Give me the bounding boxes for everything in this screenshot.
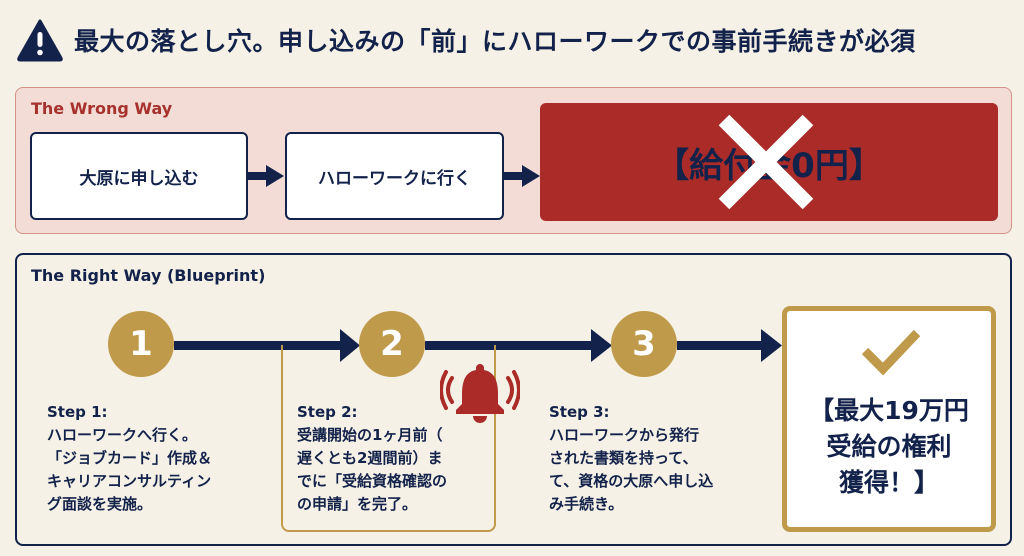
step-line: ハローワークから発行	[549, 426, 700, 444]
result-line: 受給の権利	[826, 432, 952, 461]
wrong-way-panel: The Wrong Way 大原に申し込む ハローワークに行く 【給付金0円】	[15, 87, 1012, 234]
step-number: 2	[380, 324, 404, 364]
step-title: Step 3:	[549, 403, 610, 421]
step-line: て、資格の大原へ申し込	[549, 472, 714, 490]
step-description: Step 2: 受講開始の1ヶ月前（ 遅くとも2週間前）ま でに「受給資格確認の…	[297, 401, 447, 516]
step-line: 「ジョブカード」作成＆	[47, 449, 213, 467]
success-result-text: 【最大19万円 受給の権利 獲得！】	[787, 393, 991, 501]
success-result-box: 【最大19万円 受給の権利 獲得！】	[782, 306, 996, 532]
step-line: された書類を持って、	[549, 449, 698, 467]
arrow-right-icon	[248, 165, 284, 187]
right-way-panel: The Right Way (Blueprint)	[15, 253, 1012, 546]
step-title: Step 2:	[297, 403, 358, 421]
step-line: ハローワークへ行く。	[47, 426, 198, 444]
arrow-right-icon	[504, 165, 540, 187]
page-title: 最大の落とし穴。申し込みの「前」にハローワークでの事前手続きが必須	[74, 27, 916, 56]
wrong-step-box: 大原に申し込む	[30, 132, 248, 220]
wrong-step-label: 大原に申し込む	[79, 168, 199, 189]
result-line: 【最大19万円	[809, 396, 969, 425]
step-line: キャリアコンサルティン	[47, 472, 212, 490]
step-description: Step 1: ハローワークへ行く。 「ジョブカード」作成＆ キャリアコンサルテ…	[47, 401, 212, 516]
result-line: 獲得！】	[838, 468, 939, 497]
step-line: の申請」を完了。	[297, 495, 418, 513]
step-number: 3	[632, 324, 656, 364]
alarm-bell-icon	[440, 364, 520, 423]
step-line: グ面談を実施。	[47, 495, 153, 513]
wrong-step-label: ハローワークに行く	[318, 168, 471, 189]
step-line: でに「受給資格確認の	[297, 472, 448, 490]
wrong-step-box: ハローワークに行く	[285, 132, 504, 220]
cross-x-icon	[718, 114, 814, 210]
page-header: 最大の落とし穴。申し込みの「前」にハローワークでの事前手続きが必須	[16, 18, 916, 62]
step-title: Step 1:	[47, 403, 108, 421]
step-number-badge: 2	[359, 311, 425, 377]
warning-triangle-icon	[17, 19, 63, 62]
step-line: 遅くとも2週間前）ま	[297, 449, 443, 467]
wrong-way-label: The Wrong Way	[31, 99, 173, 118]
step-description: Step 3: ハローワークから発行 された書類を持って、 て、資格の大原へ申し…	[549, 401, 713, 516]
step-number-badge: 1	[108, 311, 174, 377]
step-number: 1	[129, 324, 153, 364]
step-line: み手続き。	[549, 495, 624, 513]
checkmark-icon	[861, 329, 921, 376]
step2-highlight-box	[281, 345, 496, 532]
right-way-label: The Right Way (Blueprint)	[31, 266, 266, 285]
step-number-badge: 3	[611, 311, 677, 377]
step-line: 受講開始の1ヶ月前（	[297, 426, 443, 444]
fail-result-box: 【給付金0円】	[540, 103, 998, 221]
